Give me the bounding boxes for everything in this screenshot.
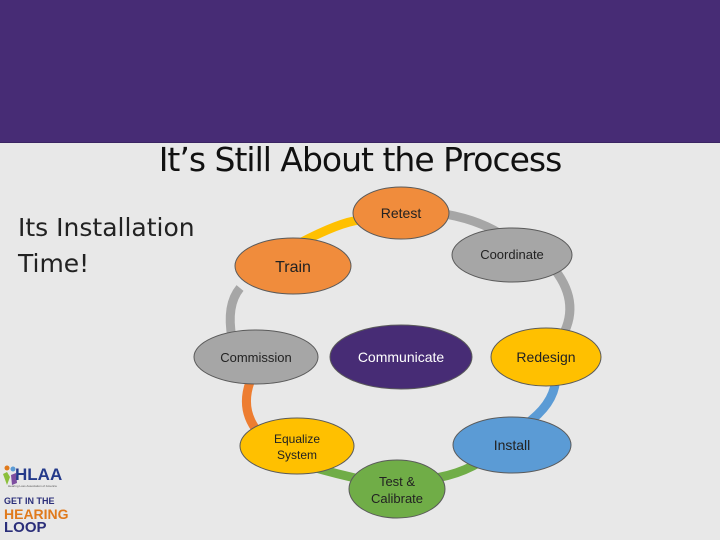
center-communicate-label: Communicate <box>358 349 445 365</box>
center-communicate-node <box>329 324 473 390</box>
step-equalize-label-line1: Equalize <box>274 432 320 446</box>
logo-tagline: Hearing Loss Association of America <box>8 484 57 488</box>
logo-line3: LOOP <box>4 519 47 536</box>
logo-line2: HEARING <box>4 506 69 522</box>
step-retest-node <box>352 186 450 240</box>
step-test-label-line1: Test & <box>379 474 415 489</box>
arc-equalize-commission <box>241 380 262 435</box>
step-retest-label: Retest <box>381 205 422 221</box>
side-text: Its Installation Time! <box>18 210 228 282</box>
step-test-calibrate-node <box>348 459 446 519</box>
hlaa-logo: HLAA Hearing Loss Association of America… <box>2 463 72 539</box>
step-coordinate-label: Coordinate <box>480 247 544 262</box>
step-install-label: Install <box>494 437 531 453</box>
step-equalize-label-line2: System <box>277 448 317 462</box>
side-text-line2: Time! <box>18 249 90 278</box>
side-text-line1: Its Installation <box>18 213 195 242</box>
logo-line1: GET IN THE <box>4 496 55 506</box>
step-equalize-system-node <box>239 417 355 475</box>
step-commission-node <box>193 329 319 385</box>
arc-commission-train <box>225 285 244 339</box>
step-commission-label: Commission <box>220 350 292 365</box>
hlaa-people-icon <box>3 465 17 485</box>
step-coordinate-node <box>451 227 573 283</box>
step-train-node <box>234 237 352 295</box>
header-band <box>0 0 720 143</box>
step-redesign-label: Redesign <box>516 349 575 365</box>
step-install-node <box>452 416 572 474</box>
step-train-label: Train <box>275 259 311 276</box>
logo-name: HLAA <box>15 465 63 484</box>
slide-title: It’s Still About the Process <box>158 140 563 179</box>
step-test-label-line2: Calibrate <box>371 491 423 506</box>
step-redesign-node <box>490 327 602 387</box>
